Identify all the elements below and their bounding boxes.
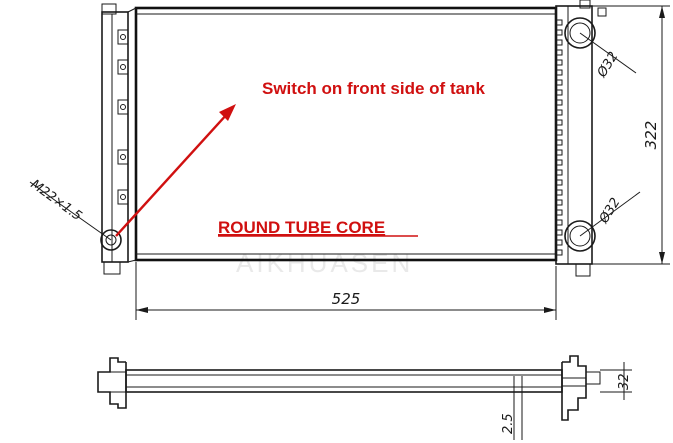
tank-mount-tab <box>117 99 129 115</box>
top-view-core <box>125 369 563 393</box>
tank-crimp-tooth <box>556 89 563 96</box>
height-dimension: 322 <box>592 5 670 265</box>
tank-mount-tab <box>117 149 129 165</box>
lower-port-diameter-label: Ø32 <box>596 195 623 227</box>
tank-crimp-tooth <box>556 129 563 136</box>
annotation-arrow <box>115 112 229 237</box>
width-dimension: 525 <box>135 262 557 320</box>
right-tank <box>555 0 607 277</box>
tank-crimp-tooth <box>556 199 563 206</box>
top-view-left-tank <box>97 357 127 409</box>
tank-crimp-tooth <box>556 169 563 176</box>
tank-crimp-tooth <box>556 109 563 116</box>
tank-crimp-tooth <box>556 239 563 246</box>
tank-crimp-tooth <box>556 229 563 236</box>
tank-mount-tab <box>117 29 129 45</box>
tank-crimp-tooth <box>556 209 563 216</box>
upper-port-callout: Ø32 <box>579 32 637 81</box>
tank-crimp-tooth <box>556 49 563 56</box>
top-view: 32 2.5 <box>97 355 632 440</box>
tank-crimp-tooth <box>556 159 563 166</box>
tank-crimp-tooth <box>556 99 563 106</box>
drain-plug <box>100 229 122 251</box>
tank-crimp-tooth <box>556 19 563 26</box>
tank-crimp-tooth <box>556 189 563 196</box>
tank-crimp-tooth <box>556 249 563 256</box>
tank-mount-tab <box>117 59 129 75</box>
tank-mount-tab <box>117 189 129 205</box>
height-dimension-label: 322 <box>642 121 660 150</box>
tank-crimp-tooth <box>556 59 563 66</box>
lower-hose-port <box>564 220 596 252</box>
tank-crimp-tooth <box>556 69 563 76</box>
width-dimension-label: 525 <box>332 290 361 308</box>
tank-crimp-tooth <box>556 139 563 146</box>
offset-label: 2.5 <box>501 413 516 434</box>
upper-port-diameter-label: Ø32 <box>594 49 621 81</box>
upper-hose-port <box>564 17 596 49</box>
lower-port-callout: Ø32 <box>579 191 641 237</box>
tank-crimp-tooth <box>556 149 563 156</box>
arrow-head <box>219 104 236 121</box>
core-thickness-label: 32 <box>617 373 632 390</box>
thread-callout: M22×1.5 <box>28 177 112 241</box>
tank-crimp-tooth <box>556 79 563 86</box>
core-type-label: ROUND TUBE CORE <box>218 218 385 237</box>
left-tank <box>100 3 137 275</box>
thread-size-label: M22×1.5 <box>28 177 85 224</box>
top-view-right-tank <box>561 355 587 421</box>
tank-crimp-tooth <box>556 29 563 36</box>
tank-crimp-tooth <box>556 119 563 126</box>
switch-note: Switch on front side of tank <box>262 79 485 98</box>
tank-crimp-tooth <box>556 179 563 186</box>
switch-annotation: Switch on front side of tank <box>115 79 485 237</box>
watermark-text: AIKHUASEN <box>236 248 413 278</box>
tank-crimp-tooth <box>556 219 563 226</box>
tank-crimp-tooth <box>556 39 563 46</box>
